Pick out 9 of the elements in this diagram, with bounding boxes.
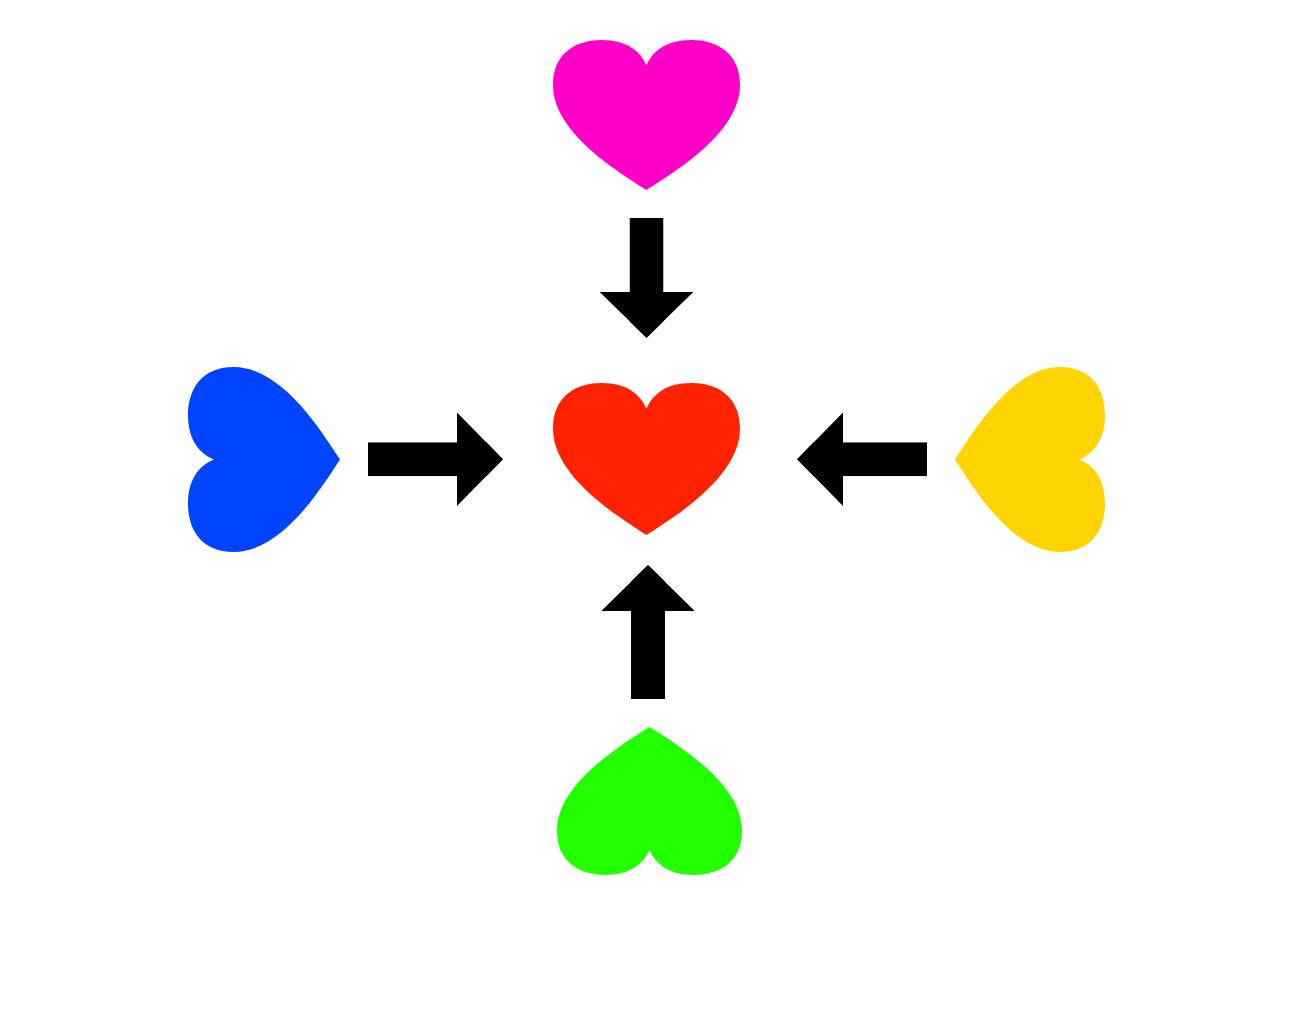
arrow	[797, 412, 927, 507]
heart-shape	[188, 367, 340, 552]
arrow	[601, 565, 695, 699]
arrow	[599, 218, 694, 338]
heart-shape	[553, 40, 740, 190]
heart-shape	[553, 383, 740, 535]
heart-shape	[557, 727, 742, 875]
heart-shape	[955, 367, 1105, 552]
arrow	[368, 412, 503, 507]
